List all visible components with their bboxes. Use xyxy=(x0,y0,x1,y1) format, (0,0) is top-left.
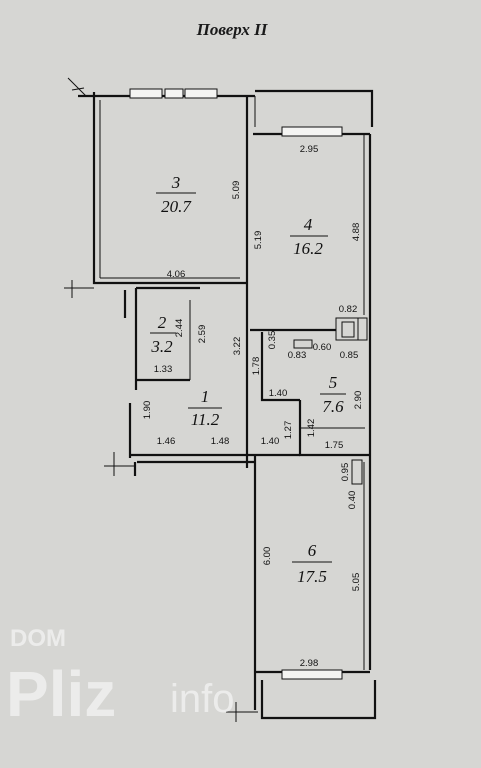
watermark-text-pliz: Pliz xyxy=(6,658,116,730)
room-1-label: 1 11.2 xyxy=(188,387,222,429)
room-3-label: 3 20.7 xyxy=(156,173,196,216)
room-number: 4 xyxy=(304,215,313,234)
dimension-label: 0.83 xyxy=(288,350,307,361)
dimension-label: 1.40 xyxy=(269,388,288,399)
dimension-label: 1.27 xyxy=(283,421,294,440)
dimension-label: 1.78 xyxy=(251,357,262,376)
walls xyxy=(64,77,377,722)
room-area: 3.2 xyxy=(150,337,173,356)
dimension-label: 5.09 xyxy=(231,181,242,200)
room-area: 17.5 xyxy=(297,567,327,586)
dimension-labels: 2.95 5.09 5.19 4.88 4.06 0.82 2.44 2.59 … xyxy=(142,144,364,669)
dimension-label: 4.06 xyxy=(167,269,186,280)
dimension-label: 0.82 xyxy=(339,304,358,315)
watermark-text-dom: DOM xyxy=(10,625,66,652)
dimension-label: 1.46 xyxy=(157,436,176,447)
room-area: 7.6 xyxy=(322,397,344,416)
watermark-text-info: info xyxy=(170,677,235,721)
dimension-label: 0.95 xyxy=(340,463,351,482)
dimension-label: 1.48 xyxy=(211,436,230,447)
dimension-label: 1.90 xyxy=(142,401,153,420)
room-number: 6 xyxy=(308,541,317,560)
dimension-label: 3.22 xyxy=(232,337,243,356)
dimension-label: 0.60 xyxy=(313,342,332,353)
dimension-label: 1.42 xyxy=(306,419,317,438)
room-area: 11.2 xyxy=(191,410,220,429)
dimension-label: 2.98 xyxy=(300,658,319,669)
room-number: 2 xyxy=(158,313,167,332)
room-number: 5 xyxy=(329,373,338,392)
room-5-label: 5 7.6 xyxy=(320,373,346,416)
dimension-label: 5.05 xyxy=(351,573,362,592)
dimension-label: 1.40 xyxy=(261,436,280,447)
dimension-label: 1.75 xyxy=(325,440,344,451)
floor-title: Поверх II xyxy=(196,20,269,39)
dimension-label: 2.95 xyxy=(300,144,319,155)
dimension-label: 0.85 xyxy=(340,350,359,361)
room-area: 16.2 xyxy=(293,239,323,258)
room-number: 1 xyxy=(201,387,210,406)
dimension-label: 5.19 xyxy=(253,231,264,250)
dimension-label: 6.00 xyxy=(262,547,273,566)
dimension-label: 4.88 xyxy=(351,223,362,242)
room-4-label: 4 16.2 xyxy=(290,215,328,258)
room-2-label: 2 3.2 xyxy=(150,313,176,356)
dimension-label: 0.35 xyxy=(267,331,278,350)
room-number: 3 xyxy=(171,173,181,192)
room-6-label: 6 17.5 xyxy=(292,541,332,586)
dimension-label: 0.40 xyxy=(347,491,358,510)
dimension-label: 2.44 xyxy=(174,319,185,338)
dimension-label: 1.33 xyxy=(154,364,173,375)
dimension-label: 2.90 xyxy=(353,391,364,410)
dimension-label: 2.59 xyxy=(197,325,208,344)
room-area: 20.7 xyxy=(161,197,192,216)
watermark-logo: DOM Pliz info xyxy=(6,625,235,730)
